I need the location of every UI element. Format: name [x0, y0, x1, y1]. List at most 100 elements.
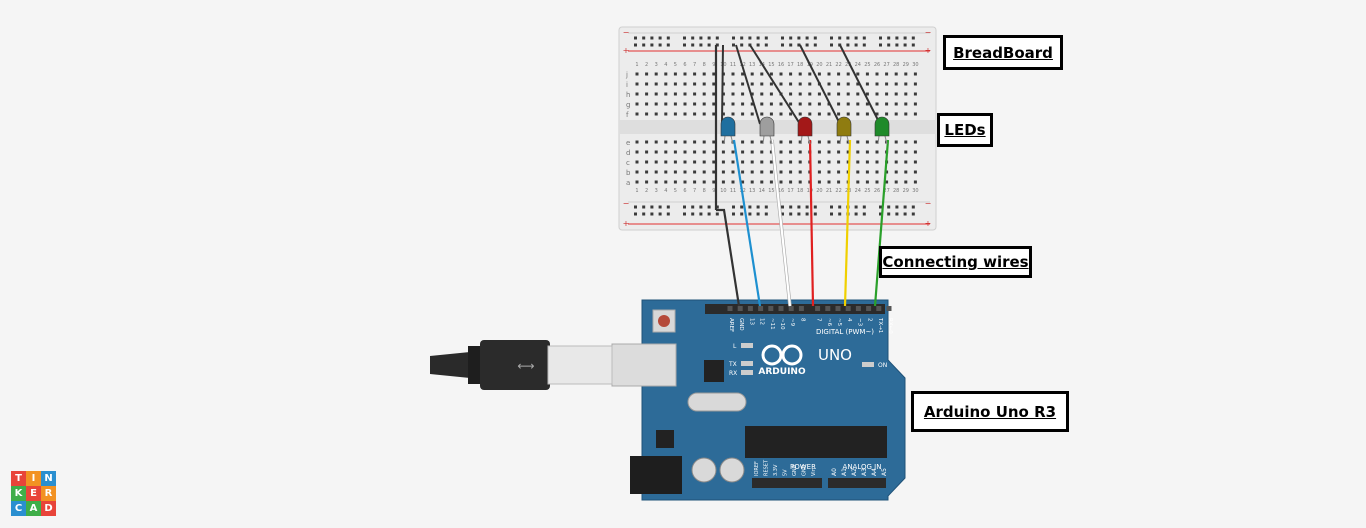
column-number: 19 — [807, 188, 813, 194]
terminal-hole — [894, 112, 898, 116]
column-number: 21 — [826, 188, 832, 194]
analog-pin-label: A4 — [871, 468, 878, 476]
terminal-hole — [904, 112, 908, 116]
terminal-hole — [664, 82, 668, 86]
header-pin — [798, 306, 804, 311]
terminal-hole — [789, 170, 793, 174]
rail-hole — [707, 36, 711, 40]
terminal-hole — [664, 102, 668, 106]
atmega-chip — [745, 426, 887, 458]
terminal-hole — [798, 82, 802, 86]
terminal-hole — [673, 112, 677, 116]
rail-hole — [862, 212, 866, 216]
terminal-hole — [635, 92, 639, 96]
rail-hole — [683, 212, 686, 216]
rx-led — [741, 370, 753, 375]
rail-hole — [781, 36, 784, 40]
rail-hole — [642, 36, 646, 40]
terminal-hole — [760, 160, 764, 164]
column-number: 1 — [635, 62, 638, 68]
led-group — [720, 116, 890, 145]
rail-hole — [748, 205, 752, 209]
rail-hole — [805, 36, 809, 40]
column-number: 20 — [816, 188, 822, 194]
terminal-hole — [654, 170, 658, 174]
power-pin-label: 5V — [783, 469, 789, 476]
rail-hole — [732, 43, 735, 47]
rail-hole — [813, 36, 817, 40]
terminal-hole — [693, 170, 697, 174]
rail-hole — [797, 36, 801, 40]
terminal-hole — [894, 170, 898, 174]
terminal-hole — [817, 92, 821, 96]
terminal-hole — [856, 180, 860, 184]
rail-hole — [699, 212, 703, 216]
rail-hole — [691, 205, 695, 209]
rail-hole — [797, 212, 801, 216]
header-pin — [768, 306, 774, 311]
header-pin — [855, 306, 861, 311]
power-header — [752, 478, 822, 488]
terminal-hole — [693, 150, 697, 154]
rail-hole — [683, 205, 686, 209]
terminal-hole — [645, 140, 649, 144]
terminal-hole — [645, 92, 649, 96]
terminal-hole — [837, 140, 841, 144]
terminal-hole — [827, 150, 831, 154]
rail-hole — [699, 43, 703, 47]
terminal-hole — [769, 102, 773, 106]
terminal-hole — [875, 180, 879, 184]
terminal-hole — [865, 72, 869, 76]
terminal-hole — [856, 170, 860, 174]
column-number: 9 — [712, 188, 715, 194]
arduino-logo-icon — [761, 344, 803, 366]
column-number: 2 — [645, 62, 648, 68]
column-number: 21 — [826, 62, 832, 68]
arduino-label-text: Arduino Uno R3 — [923, 402, 1057, 421]
terminal-hole — [721, 170, 725, 174]
column-number: 30 — [912, 62, 918, 68]
terminal-hole — [856, 112, 860, 116]
terminal-hole — [635, 140, 639, 144]
capacitor-2 — [719, 457, 745, 483]
rail-hole — [699, 205, 703, 209]
terminal-hole — [894, 150, 898, 154]
terminal-hole — [750, 140, 754, 144]
terminal-hole — [769, 180, 773, 184]
terminal-hole — [885, 112, 889, 116]
terminal-hole — [731, 112, 735, 116]
rail-hole — [854, 205, 858, 209]
row-letter: a — [626, 179, 630, 187]
terminal-hole — [741, 72, 745, 76]
column-number: 16 — [778, 188, 784, 194]
terminal-hole — [789, 160, 793, 164]
terminal-hole — [750, 92, 754, 96]
rail-sign: − — [925, 28, 932, 37]
terminal-hole — [731, 82, 735, 86]
terminal-hole — [798, 92, 802, 96]
column-number: 1 — [635, 188, 638, 194]
terminal-hole — [913, 140, 917, 144]
terminal-hole — [721, 160, 725, 164]
terminal-hole — [702, 92, 706, 96]
terminal-hole — [789, 102, 793, 106]
rail-hole — [838, 205, 842, 209]
terminal-hole — [779, 160, 783, 164]
terminal-hole — [904, 92, 908, 96]
terminal-hole — [731, 180, 735, 184]
terminal-hole — [760, 112, 764, 116]
terminal-hole — [731, 72, 735, 76]
terminal-hole — [789, 140, 793, 144]
terminal-hole — [683, 150, 687, 154]
rail-hole — [781, 43, 784, 47]
wire — [732, 139, 762, 307]
terminal-hole — [654, 102, 658, 106]
column-number: 18 — [797, 62, 803, 68]
column-number: 7 — [693, 62, 696, 68]
digital-pin-label: ~5 — [836, 318, 842, 327]
terminal-hole — [789, 82, 793, 86]
power-pin-label: IOREF — [754, 461, 760, 476]
rail-hole — [764, 205, 768, 209]
column-number: 16 — [778, 62, 784, 68]
tinkercad-logo-letter: N — [41, 471, 56, 486]
